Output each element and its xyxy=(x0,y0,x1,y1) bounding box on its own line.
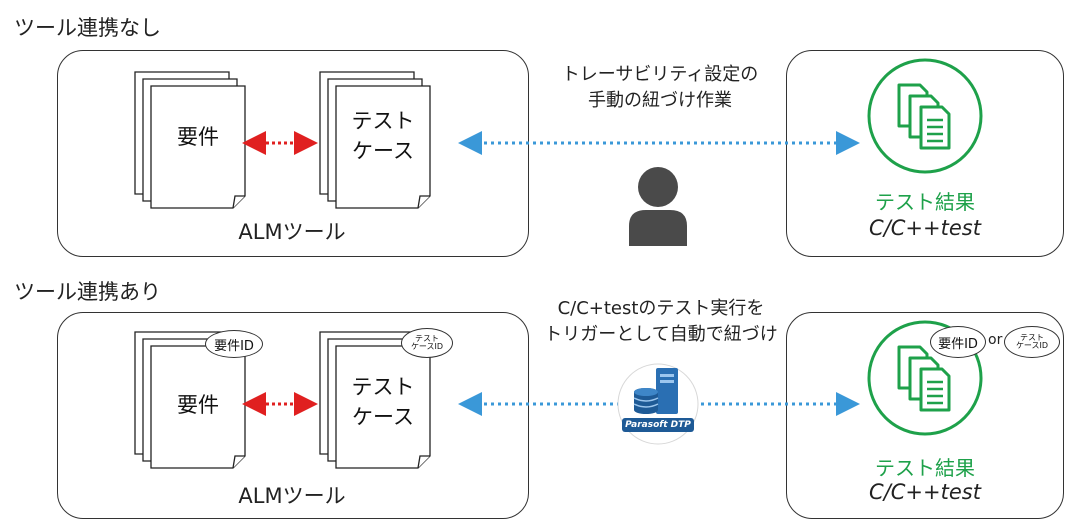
test-case-label-line2: ケース xyxy=(352,405,414,430)
test-case-label-line1: テスト xyxy=(351,109,415,133)
test-case-id-tag: テストケースID xyxy=(401,328,453,358)
section-title-without-integration: ツール連携なし xyxy=(14,16,161,40)
or-label: or xyxy=(988,332,1003,348)
alm-tool-label: ALMツール xyxy=(238,220,346,244)
document-stack-icon xyxy=(134,331,246,469)
result-test-case-id-tag: テストケースID xyxy=(1004,326,1060,358)
requirements-label: 要件 xyxy=(177,125,219,149)
person-icon xyxy=(629,167,687,246)
auto-link-caption: C/C+testのテスト実行を トリガーとして自動で紐づけ xyxy=(526,296,796,348)
alm-tool-label: ALMツール xyxy=(238,484,346,508)
test-case-label: テスト ケース xyxy=(336,372,430,433)
document-stack-icon xyxy=(319,71,431,209)
caption-line1: C/C+testのテスト実行を xyxy=(557,298,765,319)
manual-link-caption: トレーサビリティ設定の 手動の紐づけ作業 xyxy=(530,62,790,114)
test-result-title: テスト結果 xyxy=(875,456,975,480)
product-suffix: test xyxy=(940,216,981,240)
document-stack-icon xyxy=(134,71,246,209)
tag-line1: テスト xyxy=(415,333,439,343)
product-suffix: test xyxy=(940,480,981,504)
requirements-document-stack xyxy=(133,330,253,470)
product-prefix: C/C++ xyxy=(869,216,941,240)
test-case-document-stack xyxy=(318,70,438,210)
test-case-label: テスト ケース xyxy=(336,106,430,167)
tag-line1: テスト xyxy=(1020,332,1044,342)
tag-line2: ケースID xyxy=(410,342,444,351)
test-case-label-line2: ケース xyxy=(352,139,414,164)
result-requirement-id-tag: 要件ID xyxy=(930,326,986,358)
product-prefix: C/C++ xyxy=(869,480,941,504)
parasoft-dtp-label: Parasoft DTP xyxy=(625,420,691,430)
section-title-with-integration: ツール連携あり xyxy=(14,280,161,304)
test-result-title: テスト結果 xyxy=(875,190,975,214)
caption-line1: トレーサビリティ設定の xyxy=(561,64,759,85)
tag-line2: ケースID xyxy=(1015,341,1049,350)
test-result-product: C/C++test xyxy=(825,480,1025,504)
requirements-label: 要件 xyxy=(177,393,219,417)
requirements-document-stack xyxy=(133,70,253,210)
requirement-id-tag: 要件ID xyxy=(205,330,263,358)
caption-line2: トリガーとして自動で紐づけ xyxy=(544,324,778,346)
parasoft-dtp-server-icon xyxy=(617,363,699,445)
caption-line2: 手動の紐づけ作業 xyxy=(588,90,732,112)
test-case-label-line1: テスト xyxy=(351,375,415,399)
test-result-product: C/C++test xyxy=(825,216,1025,240)
test-result-icon xyxy=(867,320,983,436)
test-result-icon xyxy=(867,58,983,174)
